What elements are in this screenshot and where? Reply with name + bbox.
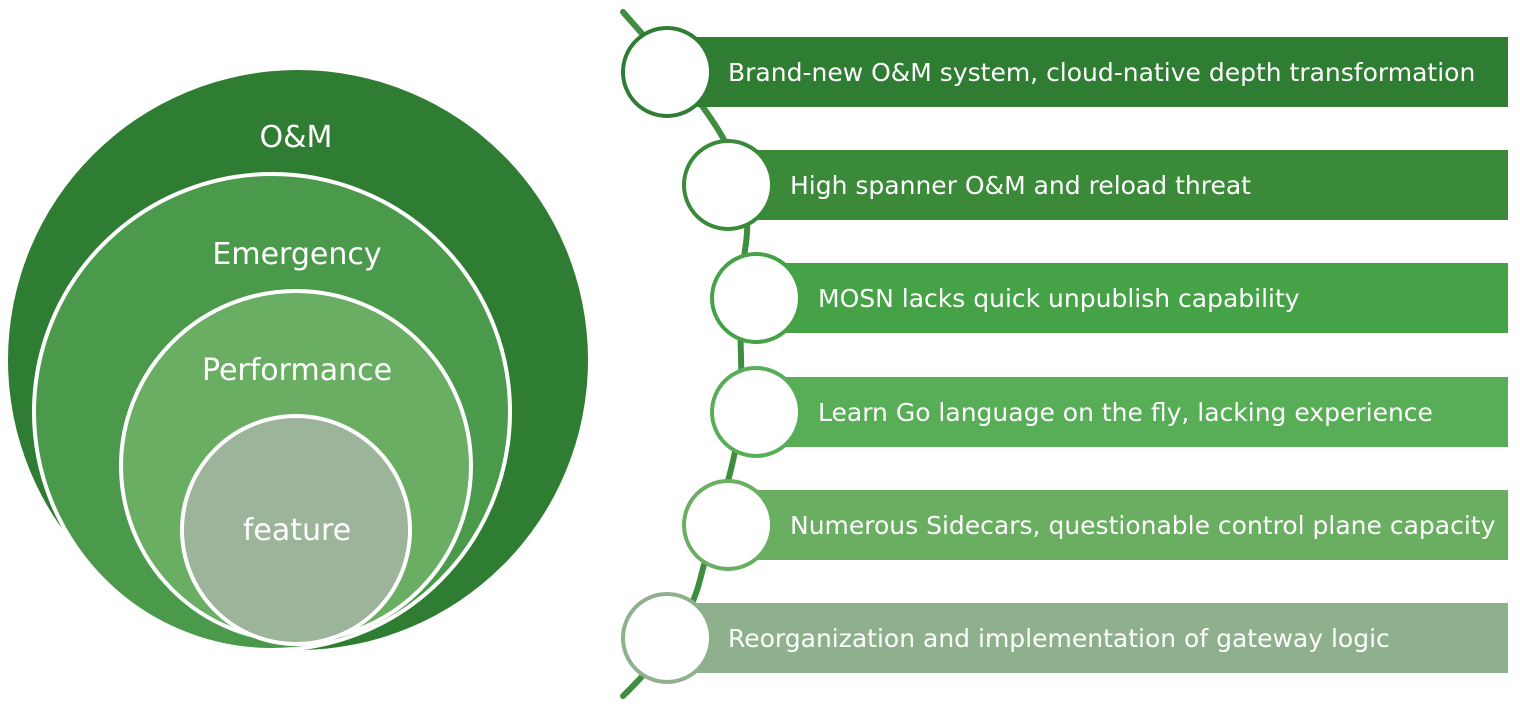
- timeline-node: [682, 479, 774, 571]
- timeline-item: High spanner O&M and reload threat: [682, 139, 1508, 231]
- timeline-bar: [668, 603, 1508, 673]
- timeline-bar: [730, 490, 1508, 560]
- timeline-item: Reorganization and implementation of gat…: [621, 592, 1508, 684]
- timeline-node: [682, 139, 774, 231]
- circle-feature: [180, 414, 412, 646]
- timeline-text: Learn Go language on the fly, lacking ex…: [818, 398, 1433, 427]
- timeline-bar: [730, 150, 1508, 220]
- timeline: Brand-new O&M system, cloud-native depth…: [620, 9, 1508, 699]
- timeline-item: Brand-new O&M system, cloud-native depth…: [621, 26, 1508, 118]
- timeline-text: Brand-new O&M system, cloud-native depth…: [728, 58, 1475, 87]
- timeline-item: Learn Go language on the fly, lacking ex…: [710, 366, 1508, 458]
- timeline-item: Numerous Sidecars, questionable control …: [682, 479, 1508, 571]
- timeline-bar: [668, 37, 1508, 107]
- timeline-text: Reorganization and implementation of gat…: [728, 624, 1390, 653]
- timeline-line: [620, 9, 751, 699]
- timeline-bar: [758, 377, 1508, 447]
- timeline-node: [621, 592, 713, 684]
- label-performance: Performance: [202, 353, 392, 388]
- timeline-bar: [758, 263, 1508, 333]
- timeline-node: [710, 252, 802, 344]
- label-om: O&M: [260, 120, 333, 155]
- nested-circles: O&M Emergency Performance feature: [8, 70, 588, 652]
- label-emergency: Emergency: [212, 237, 381, 272]
- timeline-item: MOSN lacks quick unpublish capability: [710, 252, 1508, 344]
- label-feature: feature: [243, 513, 351, 548]
- timeline-text: Numerous Sidecars, questionable control …: [790, 511, 1496, 540]
- timeline-text: High spanner O&M and reload threat: [790, 171, 1251, 200]
- timeline-node: [621, 26, 713, 118]
- timeline-node: [710, 366, 802, 458]
- timeline-text: MOSN lacks quick unpublish capability: [818, 284, 1300, 313]
